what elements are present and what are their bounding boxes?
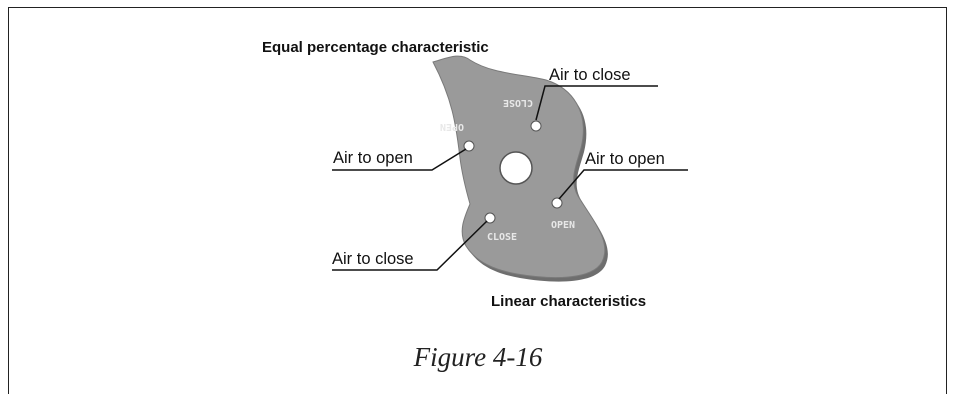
cam-marking-open-right: OPEN <box>551 220 575 231</box>
callout-leader-close-bottom <box>332 220 488 271</box>
callout-leader-open-right <box>558 169 688 200</box>
callout-leader-open-left <box>332 148 467 171</box>
callout-leader-close-top <box>535 85 658 121</box>
hole-bottom-left <box>484 212 496 224</box>
cam-marking-close-bottom: CLOSE <box>487 232 517 243</box>
equal-percentage-label: Equal percentage characteristic <box>262 39 489 56</box>
callout-air-to-close-bottom: Air to close <box>332 250 414 268</box>
linear-characteristics-label: Linear characteristics <box>491 293 646 310</box>
callout-air-to-close-top: Air to close <box>549 66 631 84</box>
figure-caption: Figure 4-16 <box>413 342 543 372</box>
cam-marking-close-top: CLOSE <box>503 97 533 108</box>
cam-marking-open-left: OPEN <box>440 121 464 132</box>
hole-left <box>463 140 475 152</box>
callout-air-to-open-left: Air to open <box>333 149 413 167</box>
figure-frame <box>8 7 947 394</box>
hole-right <box>551 197 563 209</box>
hole-top-right <box>530 120 542 132</box>
callout-air-to-open-right: Air to open <box>585 150 665 168</box>
cam-center-hole <box>499 151 533 185</box>
